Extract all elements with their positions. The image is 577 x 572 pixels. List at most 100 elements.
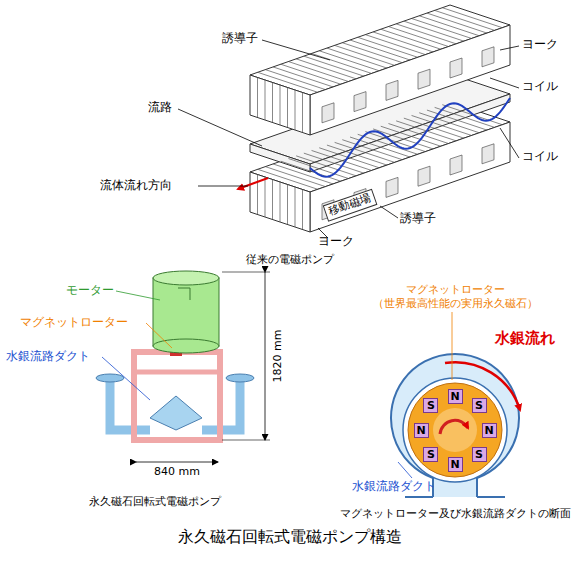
tooth-line [388, 27, 448, 47]
tooth-line [419, 16, 479, 36]
main-caption: 永久磁石回転式電磁ポンプ構造 [178, 528, 402, 546]
pump-assembly [96, 271, 270, 462]
tooth-line [342, 43, 402, 63]
tooth-line [396, 24, 456, 44]
tooth-line [288, 62, 348, 82]
tooth-line [304, 56, 364, 76]
tooth-line [412, 115, 472, 135]
rotation-arrow [440, 420, 468, 434]
tooth-line [280, 85, 281, 125]
coil-window [322, 103, 334, 123]
leader-line [380, 206, 398, 218]
coil-window [354, 92, 366, 112]
mercury-duct [391, 354, 519, 497]
tooth-line [365, 35, 425, 55]
part-name: コイル [522, 150, 558, 164]
tooth-line [287, 88, 288, 128]
tooth-line [257, 175, 258, 215]
part-name: 水銀流路ダクト [352, 480, 436, 494]
part-name: 流路 [148, 101, 172, 115]
pole-letter: S [427, 449, 435, 460]
leader-line [500, 128, 519, 158]
pole-letter: N [484, 425, 493, 436]
tooth-line [335, 142, 395, 162]
magnet-pole: N [482, 423, 497, 438]
pole-letter: S [475, 400, 483, 411]
dimension-line [222, 272, 270, 273]
pole-letter: N [450, 391, 459, 402]
tooth-line [265, 167, 325, 187]
dimension-line [136, 462, 218, 463]
part-name: 誘導子 [222, 32, 258, 46]
magnet-pole: N [448, 389, 463, 404]
magnet-pole: S [423, 398, 438, 413]
tooth-line [281, 64, 341, 84]
pole-letter: S [475, 449, 483, 460]
pump-frame [134, 370, 220, 375]
block-end-face [250, 75, 310, 135]
tooth-line [327, 48, 387, 68]
rotor-core [433, 408, 477, 452]
tooth-line [265, 177, 266, 217]
tooth-line [350, 40, 410, 60]
part-name: ヨーク [318, 235, 354, 249]
pipe-flange [96, 374, 124, 382]
coil-window [482, 144, 494, 164]
figure-caption: 従来の電磁ポンプ [246, 254, 334, 267]
magnet-pole: S [472, 398, 487, 413]
tooth-line [272, 180, 273, 220]
coil-window [418, 69, 430, 89]
part-note: （世界最高性能の実用永久磁石） [373, 298, 538, 311]
coil-window [386, 177, 398, 197]
leader-line [490, 78, 519, 88]
tooth-line [404, 21, 464, 41]
dimension-line [222, 440, 270, 441]
tooth-line [273, 164, 333, 184]
leader-line [146, 323, 172, 348]
coil-window [418, 166, 430, 186]
tooth-line [257, 78, 258, 118]
coil-window [386, 80, 398, 100]
tooth-line [427, 110, 487, 130]
part-name: 誘導子 [400, 212, 436, 226]
coil-window [450, 155, 462, 175]
leader-line [500, 46, 519, 50]
flow-arrow [238, 178, 268, 189]
tooth-line [435, 10, 495, 30]
leader-line [102, 357, 150, 400]
tooth-line [381, 29, 441, 49]
pole-letter: N [416, 425, 425, 436]
part-name: マグネットローター [20, 316, 128, 330]
leader-line [398, 462, 412, 478]
leader-line [198, 186, 248, 187]
dimension-line [265, 272, 266, 440]
tooth-line [365, 132, 425, 152]
pump-duct [150, 396, 202, 430]
leader-line [452, 312, 453, 380]
tooth-line [265, 70, 325, 90]
tooth-line [412, 18, 472, 38]
motor [153, 339, 219, 353]
tooth-line [295, 187, 296, 227]
motor [153, 271, 219, 285]
pole-letter: N [450, 459, 459, 470]
field-wave [310, 98, 510, 177]
inductor-teeth [258, 8, 503, 230]
pipe-flange [226, 374, 254, 382]
tooth-line [312, 53, 372, 73]
tooth-line [302, 190, 303, 230]
magnet-pole: S [423, 447, 438, 462]
mercury-duct [405, 496, 505, 498]
tooth-line [272, 83, 273, 123]
part-name: マグネットローター [406, 284, 505, 297]
tooth-line [442, 8, 502, 28]
tooth-line [302, 93, 303, 133]
tooth-line [373, 32, 433, 52]
leader-line [116, 291, 160, 300]
part-name: 流体流れ方向 [100, 179, 172, 193]
yoke-block [250, 5, 510, 135]
part-name: コイル [522, 80, 558, 94]
duct-inner-wall [403, 378, 507, 482]
moving-field-wave [310, 98, 510, 177]
part-name: モーター [66, 284, 114, 298]
